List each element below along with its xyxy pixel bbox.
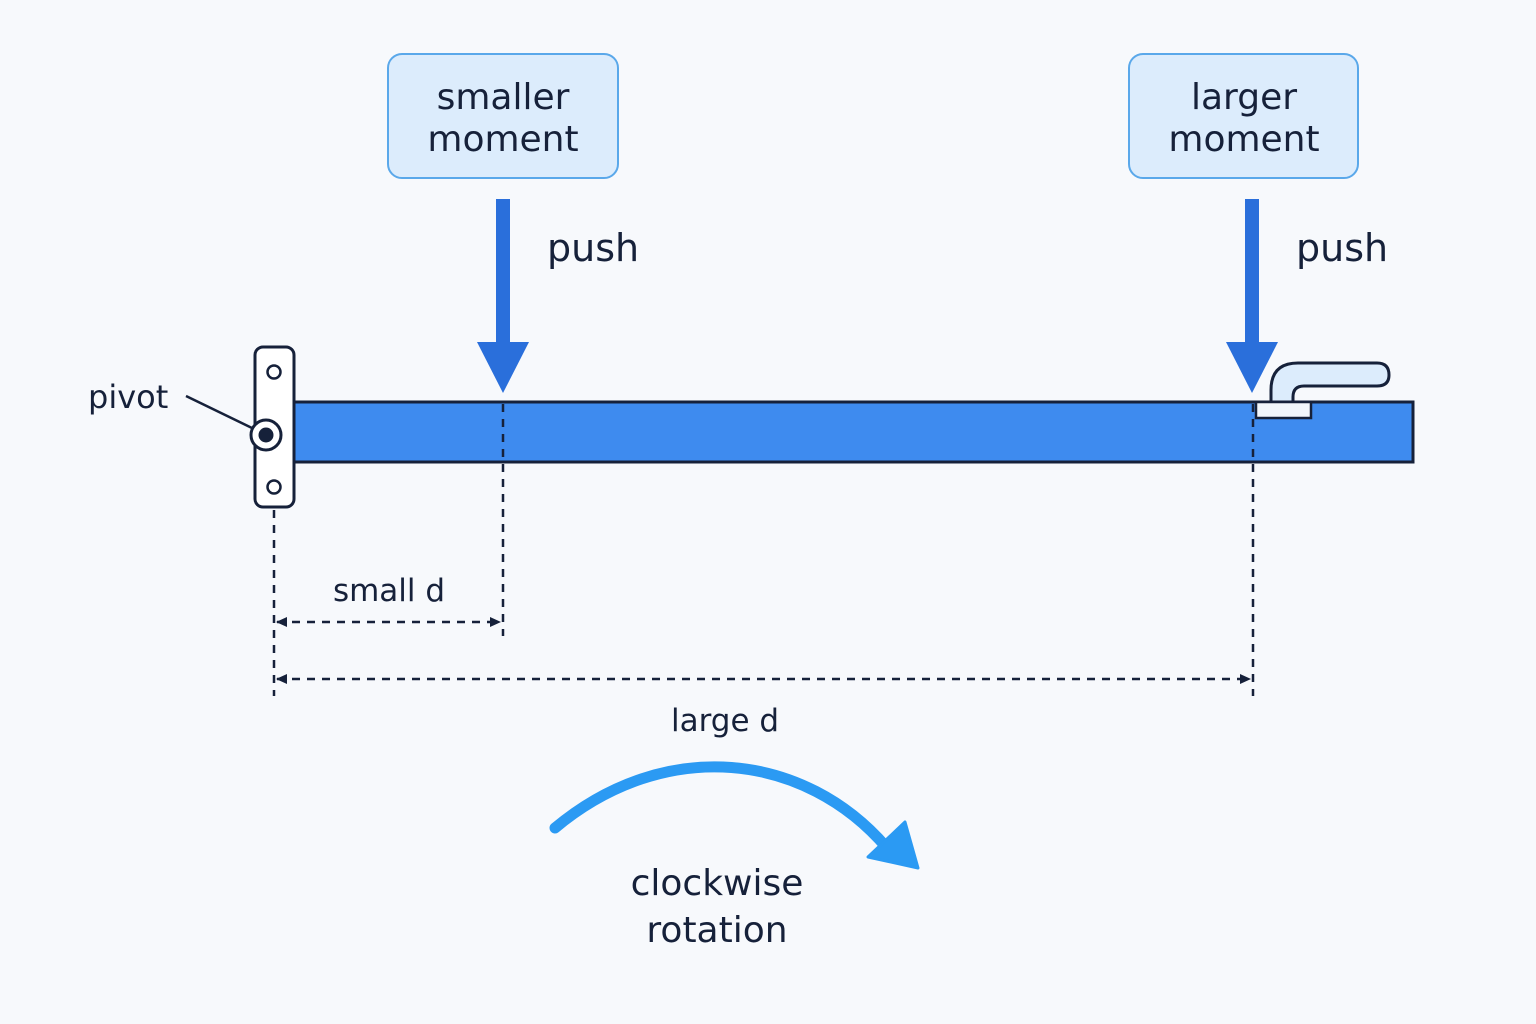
- handle-base-plate: [1254, 400, 1313, 420]
- rotation-label-line1: clockwise: [631, 863, 804, 904]
- push-arrowhead: [477, 342, 529, 393]
- callout-larger-line1: larger: [1191, 77, 1297, 118]
- large-distance-label: large d: [671, 703, 779, 739]
- callout-larger-line2: moment: [1168, 119, 1319, 160]
- rotation-label-line2: rotation: [646, 910, 787, 951]
- callout-smaller-line2: moment: [427, 119, 578, 160]
- callout-box: [1128, 53, 1359, 179]
- hinge-icon: [249, 345, 296, 509]
- push-arrow-far: [1226, 199, 1278, 393]
- push-arrow-near: [477, 199, 529, 393]
- hinge-screw-icon: [266, 479, 282, 495]
- push-label-far: push: [1296, 226, 1388, 270]
- door-handle-icon: [1269, 361, 1391, 405]
- hinge-screw-icon: [266, 364, 282, 380]
- push-arrowhead: [1226, 342, 1278, 393]
- pivot-point: [258, 427, 274, 443]
- push-arrow-shaft: [496, 199, 510, 345]
- extension-lines: [272, 404, 1255, 696]
- push-arrow-shaft: [1245, 199, 1259, 345]
- pivot-label: pivot: [88, 378, 168, 416]
- clockwise-rotation-arrow-icon: [549, 761, 920, 870]
- callout-smaller-moment: smaller moment: [387, 53, 619, 179]
- pivot-leader-line: [185, 394, 253, 430]
- callout-box: [387, 53, 619, 179]
- callout-larger-moment: larger moment: [1128, 53, 1359, 179]
- callout-smaller-line1: smaller: [437, 77, 570, 118]
- push-label-near: push: [547, 226, 639, 270]
- door-bar: [281, 400, 1415, 464]
- small-distance-label: small d: [333, 573, 445, 609]
